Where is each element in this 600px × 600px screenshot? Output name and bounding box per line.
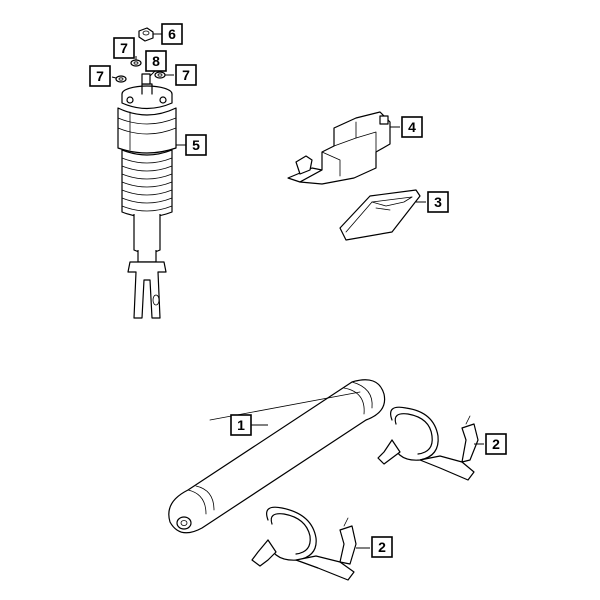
svg-text:1: 1 (237, 417, 245, 433)
svg-text:7: 7 (96, 68, 104, 84)
callout-6: 6 (161, 23, 183, 45)
svg-text:3: 3 (434, 194, 442, 210)
washer-part-7-left[interactable] (115, 75, 127, 83)
callout-5: 5 (185, 134, 207, 156)
svg-text:2: 2 (492, 436, 500, 452)
callout-3: 3 (427, 191, 449, 213)
svg-text:4: 4 (408, 119, 416, 135)
callout-4: 4 (401, 116, 423, 138)
svg-text:5: 5 (192, 137, 200, 153)
leader-7-left (111, 76, 117, 79)
washer-part-7-top[interactable] (130, 59, 142, 67)
callout-7-right: 7 (175, 64, 197, 86)
svg-text:8: 8 (152, 53, 160, 69)
module-part-3[interactable] (339, 189, 421, 241)
callout-2-upper: 2 (485, 433, 507, 455)
callout-1: 1 (230, 414, 252, 436)
washer-part-7-right[interactable] (154, 71, 166, 79)
bracket-part-4[interactable] (287, 111, 391, 185)
nut-part-6[interactable] (138, 27, 154, 42)
svg-text:7: 7 (120, 40, 128, 56)
svg-text:2: 2 (378, 539, 386, 555)
strap-part-2-lower[interactable] (251, 506, 357, 581)
svg-text:7: 7 (182, 67, 190, 83)
callout-7-left: 7 (89, 65, 111, 87)
svg-text:6: 6 (168, 26, 176, 42)
callout-2-lower: 2 (371, 536, 393, 558)
reservoir-tank-part-1[interactable] (168, 379, 386, 534)
callout-7-top: 7 (113, 37, 135, 59)
strap-part-2-upper[interactable] (377, 406, 479, 481)
fitting-part-8[interactable] (141, 73, 151, 85)
air-strut-assembly[interactable] (117, 83, 177, 319)
callout-8: 8 (145, 50, 167, 72)
